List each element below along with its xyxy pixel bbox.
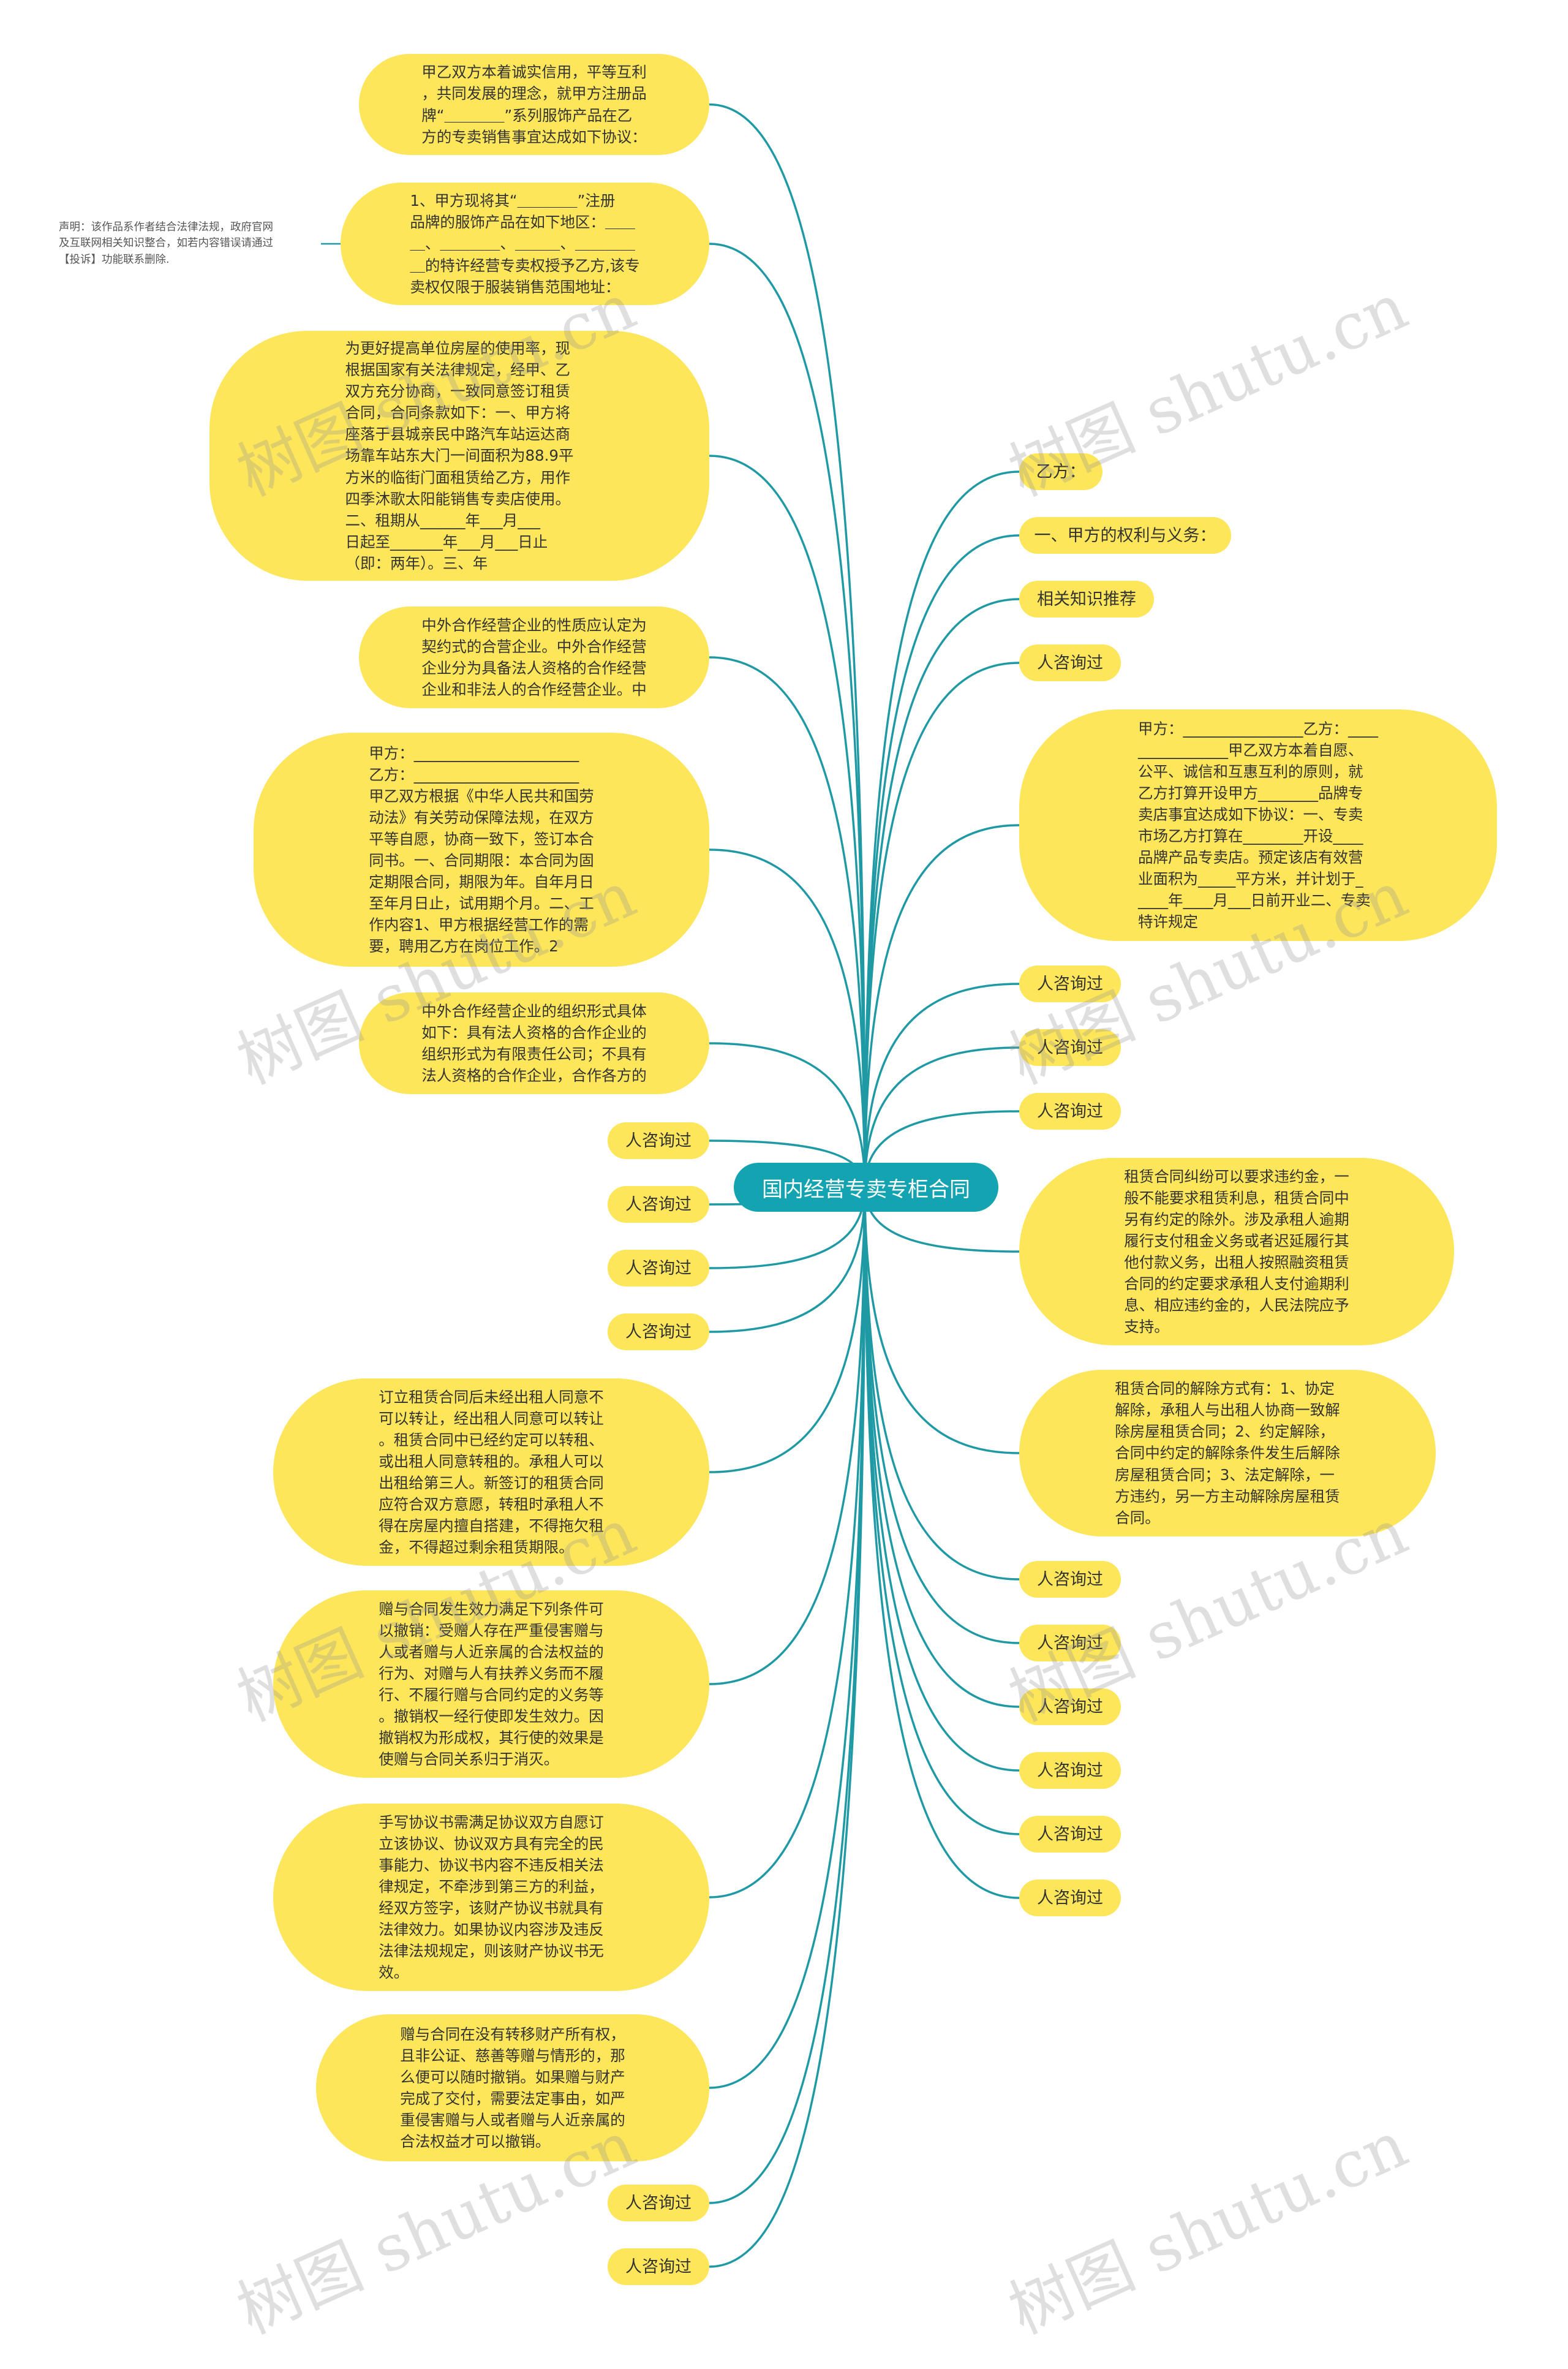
left-node-3[interactable]: 为更好提高单位房屋的使用率，现 根据国家有关法律规定，经甲、乙 双方充分协商，一… — [209, 331, 709, 581]
left-consult-1-text: 人咨询过 — [625, 1131, 692, 1150]
connector-L0 — [709, 103, 866, 1188]
connector-L5 — [709, 1042, 866, 1188]
right-consult-7-text: 人咨询过 — [1037, 1697, 1103, 1717]
left-node-7[interactable]: 订立租赁合同后未经出租人同意不 可以转让，经出租人同意可以转让 。租赁合同中已经… — [273, 1378, 709, 1566]
right-node-party-b-text: 乙方： — [1036, 462, 1086, 482]
right-node-contract-text: 甲方：________________乙方：____ ____________甲… — [1138, 719, 1378, 931]
connector-R0 — [864, 470, 1020, 1188]
disclaimer-note: 声明：该作品系作者结合法律法规，政府官网 及互联网相关知识整合，如若内容错误请通… — [59, 221, 273, 266]
right-consult-5[interactable]: 人咨询过 — [1019, 1561, 1121, 1598]
connector-R3 — [864, 662, 1020, 1188]
connector-R15 — [864, 1187, 1020, 1899]
left-node-8[interactable]: 赠与合同发生效力满足下列条件可 以撤销：受赠人存在严重侵害赠与 人或者赠与人近亲… — [273, 1590, 709, 1778]
left-node-2[interactable]: 1、甲方现将其“＿＿＿＿”注册 品牌的服饰产品在如下地区：＿＿ ＿、＿＿＿＿、＿… — [341, 183, 709, 305]
connector-L11 — [709, 1187, 866, 1685]
left-consult-6-text: 人咨询过 — [625, 2257, 692, 2276]
right-consult-3-text: 人咨询过 — [1037, 1038, 1103, 1057]
right-consult-7[interactable]: 人咨询过 — [1019, 1688, 1121, 1725]
right-consult-8-text: 人咨询过 — [1037, 1761, 1103, 1780]
connector-L10 — [709, 1187, 866, 1473]
left-node-7-text: 订立租赁合同后未经出租人同意不 可以转让，经出租人同意可以转让 。租赁合同中已经… — [379, 1388, 604, 1557]
left-node-3-text: 为更好提高单位房屋的使用率，现 根据国家有关法律规定，经甲、乙 双方充分协商，一… — [345, 339, 574, 572]
connector-R5 — [864, 983, 1020, 1188]
left-consult-2[interactable]: 人咨询过 — [608, 1186, 709, 1223]
right-consult-8[interactable]: 人咨询过 — [1019, 1752, 1121, 1789]
left-node-8-text: 赠与合同发生效力满足下列条件可 以撤销：受赠人存在严重侵害赠与 人或者赠与人近亲… — [379, 1600, 604, 1769]
left-node-2-text: 1、甲方现将其“＿＿＿＿”注册 品牌的服饰产品在如下地区：＿＿ ＿、＿＿＿＿、＿… — [410, 192, 640, 296]
right-consult-3[interactable]: 人咨询过 — [1019, 1029, 1121, 1066]
connector-R13 — [864, 1187, 1020, 1772]
root-topic-label: 国内经营专卖专柜合同 — [762, 1177, 970, 1202]
right-consult-2[interactable]: 人咨询过 — [1019, 965, 1121, 1002]
right-node-related[interactable]: 相关知识推荐 — [1019, 581, 1154, 618]
connector-L2 — [709, 455, 866, 1188]
right-consult-9[interactable]: 人咨询过 — [1019, 1816, 1121, 1853]
right-node-party-b[interactable]: 乙方： — [1019, 453, 1102, 490]
left-node-6-text: 中外合作经营企业的组织形式具体 如下：具有法人资格的合作企业的 组织形式为有限责… — [421, 1002, 647, 1085]
right-consult-10[interactable]: 人咨询过 — [1019, 1880, 1121, 1916]
right-node-contract[interactable]: 甲方：________________乙方：____ ____________甲… — [1019, 709, 1497, 941]
left-node-4-text: 中外合作经营企业的性质应认定为 契约式的合营企业。中外合作经营 企业分为具备法人… — [421, 616, 647, 699]
right-node-termination[interactable]: 租赁合同的解除方式有：1、协定 解除，承租人与出租人协商一致解 除房屋租赁合同；… — [1019, 1370, 1436, 1536]
right-node-rights[interactable]: 一、甲方的权利与义务： — [1019, 517, 1231, 554]
left-consult-1[interactable]: 人咨询过 — [608, 1122, 709, 1159]
connector-L3 — [709, 656, 866, 1188]
left-consult-4[interactable]: 人咨询过 — [608, 1313, 709, 1350]
right-node-rights-text: 一、甲方的权利与义务： — [1034, 526, 1216, 545]
left-node-1-text: 甲乙双方本着诚实信用，平等互利 ，共同发展的理念，就甲方注册品 牌“＿＿＿＿”系… — [421, 63, 647, 146]
right-consult-10-text: 人咨询过 — [1037, 1888, 1103, 1908]
left-node-9-text: 手写协议书需满足协议双方自愿订 立该协议、协议双方具有完全的民 事能力、协议书内… — [379, 1813, 604, 1982]
left-node-6[interactable]: 中外合作经营企业的组织形式具体 如下：具有法人资格的合作企业的 组织形式为有限责… — [359, 992, 709, 1094]
root-topic[interactable]: 国内经营专卖专柜合同 — [734, 1163, 998, 1212]
left-consult-4-text: 人咨询过 — [625, 1322, 692, 1342]
right-consult-6-text: 人咨询过 — [1037, 1633, 1103, 1653]
left-node-5-text: 甲方：______________________ 乙方：___________… — [369, 744, 594, 956]
right-consult-4[interactable]: 人咨询过 — [1019, 1093, 1121, 1130]
left-consult-2-text: 人咨询过 — [625, 1195, 692, 1214]
left-consult-5[interactable]: 人咨询过 — [608, 2185, 709, 2221]
right-consult-5-text: 人咨询过 — [1037, 1570, 1103, 1589]
connector-R2 — [864, 598, 1020, 1188]
right-consult-2-text: 人咨询过 — [1037, 974, 1103, 994]
connector-R9 — [864, 1187, 1020, 1454]
right-node-penalty-text: 租赁合同纠纷可以要求违约金，一 般不能要求租赁利息，租赁合同中 另有约定的除外。… — [1124, 1167, 1349, 1336]
right-consult-1-text: 人咨询过 — [1037, 653, 1103, 673]
left-node-1[interactable]: 甲乙双方本着诚实信用，平等互利 ，共同发展的理念，就甲方注册品 牌“＿＿＿＿”系… — [359, 54, 709, 155]
left-node-10[interactable]: 赠与合同在没有转移财产所有权， 且非公证、慈善等赠与情形的，那 么便可以随时撤销… — [316, 2014, 709, 2161]
connector-L9 — [709, 1187, 866, 1333]
left-consult-6[interactable]: 人咨询过 — [608, 2248, 709, 2285]
left-node-9[interactable]: 手写协议书需满足协议双方自愿订 立该协议、协议双方具有完全的民 事能力、协议书内… — [273, 1804, 709, 1991]
right-node-termination-text: 租赁合同的解除方式有：1、协定 解除，承租人与出租人协商一致解 除房屋租赁合同；… — [1115, 1380, 1340, 1527]
connector-R6 — [864, 1046, 1020, 1188]
connector-R14 — [864, 1187, 1020, 1835]
connector-L15 — [709, 1187, 866, 2268]
connector-R4 — [864, 824, 1020, 1188]
connector-L12 — [709, 1187, 866, 1899]
left-node-4[interactable]: 中外合作经营企业的性质应认定为 契约式的合营企业。中外合作经营 企业分为具备法人… — [359, 606, 709, 708]
connector-L14 — [709, 1187, 866, 2204]
left-node-10-text: 赠与合同在没有转移财产所有权， 且非公证、慈善等赠与情形的，那 么便可以随时撤销… — [400, 2025, 625, 2151]
right-consult-4-text: 人咨询过 — [1037, 1101, 1103, 1121]
connector-L4 — [709, 848, 866, 1188]
right-consult-9-text: 人咨询过 — [1037, 1824, 1103, 1844]
left-consult-5-text: 人咨询过 — [625, 2193, 692, 2213]
right-consult-6[interactable]: 人咨询过 — [1019, 1625, 1121, 1661]
right-node-penalty[interactable]: 租赁合同纠纷可以要求违约金，一 般不能要求租赁利息，租赁合同中 另有约定的除外。… — [1019, 1158, 1454, 1345]
right-consult-1[interactable]: 人咨询过 — [1019, 644, 1121, 681]
left-consult-3[interactable]: 人咨询过 — [608, 1250, 709, 1287]
right-node-related-text: 相关知识推荐 — [1037, 589, 1136, 609]
connector-R1 — [864, 534, 1020, 1188]
left-node-5[interactable]: 甲方：______________________ 乙方：___________… — [254, 733, 709, 967]
connector-L1 — [709, 243, 866, 1188]
left-consult-3-text: 人咨询过 — [625, 1258, 692, 1278]
